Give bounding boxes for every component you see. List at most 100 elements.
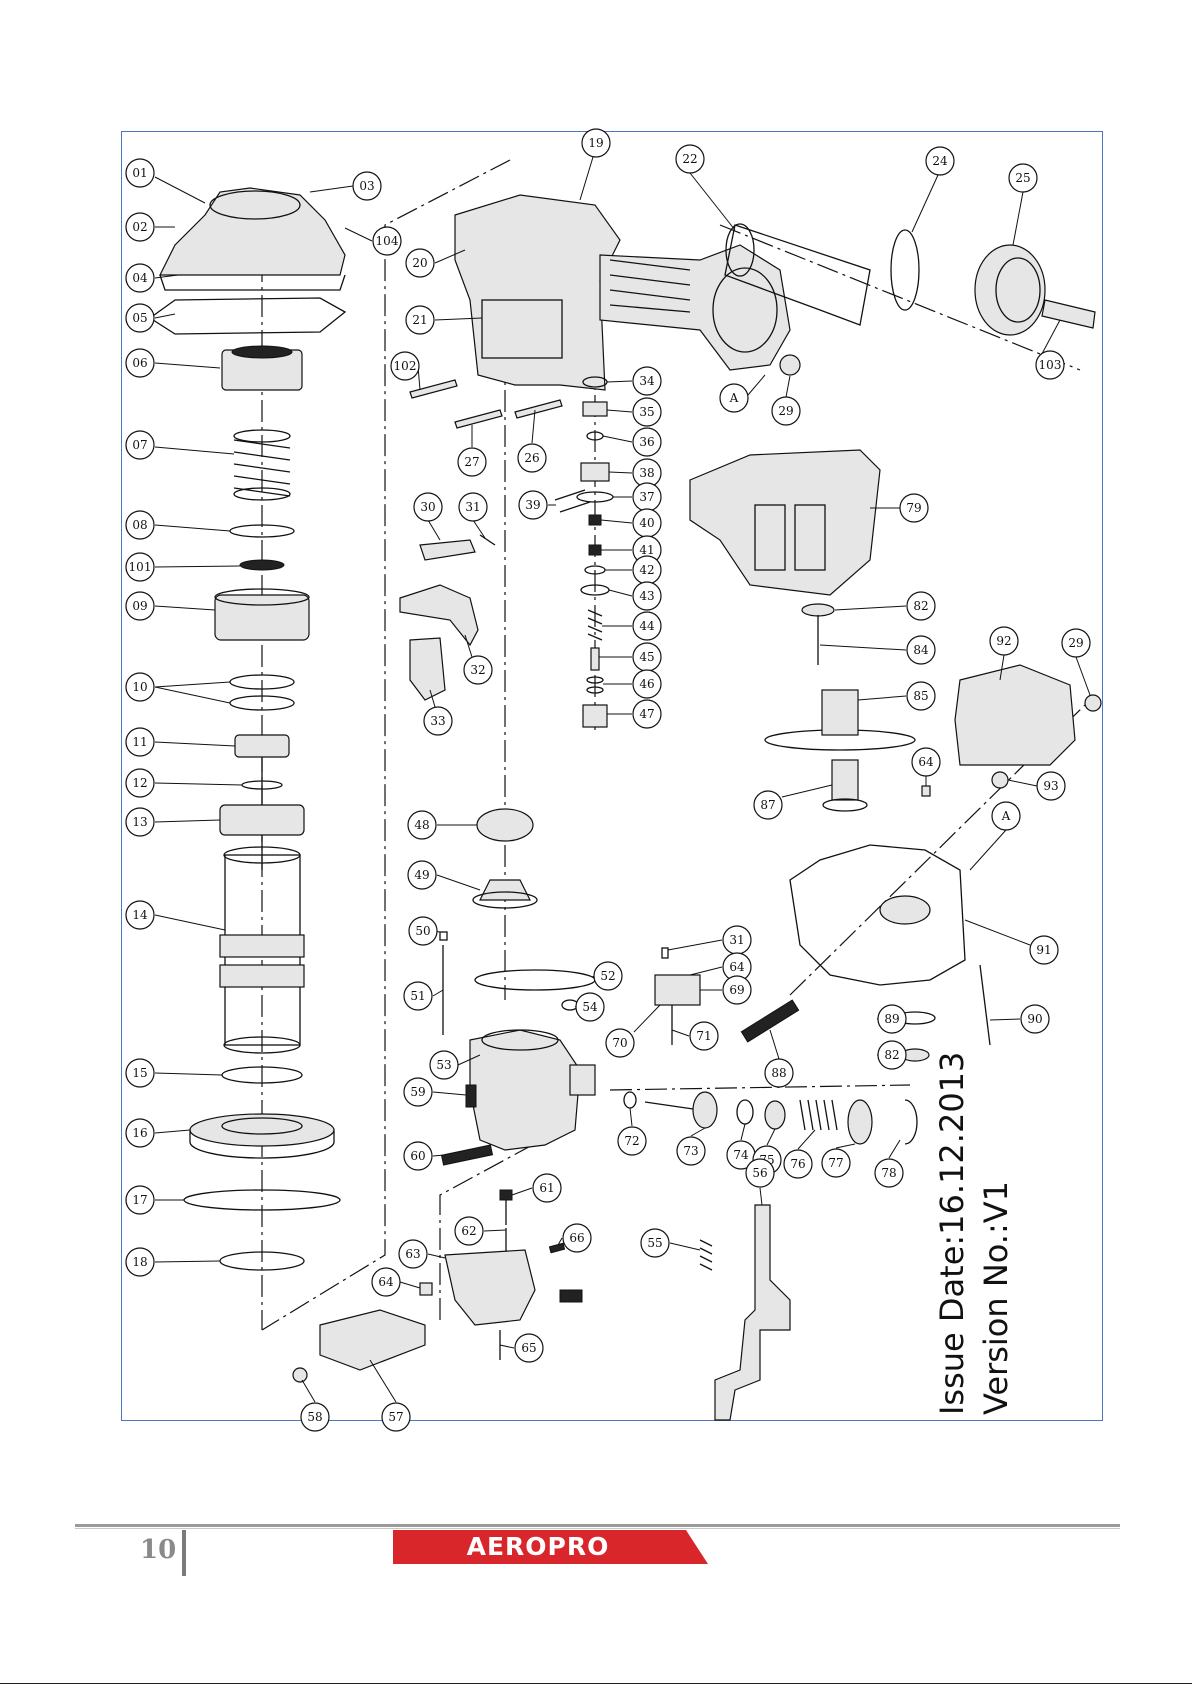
callout-number: 77 bbox=[828, 1156, 843, 1170]
callout-number: 84 bbox=[913, 643, 929, 657]
magazine-cover-79 bbox=[689, 449, 881, 596]
valve-stem-73 bbox=[644, 1091, 718, 1129]
callout-48: 48 bbox=[407, 810, 437, 840]
bolt-88 bbox=[740, 999, 800, 1043]
callout-102: 102 bbox=[390, 351, 420, 381]
spring-76 bbox=[799, 1099, 838, 1131]
leader-lines bbox=[154, 156, 1091, 1403]
callout-number: 87 bbox=[760, 798, 775, 812]
callout-circle bbox=[632, 397, 662, 427]
pin-66 bbox=[548, 1242, 566, 1254]
callout-number: 92 bbox=[996, 634, 1011, 648]
callout-number: 88 bbox=[771, 1066, 786, 1080]
callout-103: 103 bbox=[1035, 350, 1065, 380]
callout-circle bbox=[989, 626, 1019, 656]
callout-number: 51 bbox=[410, 989, 425, 1003]
o-ring-72 bbox=[623, 1091, 637, 1109]
callout-number: 21 bbox=[412, 313, 427, 327]
callout-number: 02 bbox=[132, 220, 147, 234]
callout-number: 61 bbox=[539, 1181, 554, 1195]
callout-37: 37 bbox=[632, 482, 662, 512]
callout-circle bbox=[352, 171, 382, 201]
callout-number: 06 bbox=[132, 356, 147, 370]
link-air-inlet bbox=[719, 224, 1081, 371]
callout-number: 12 bbox=[132, 776, 147, 790]
spring-55 bbox=[699, 1239, 713, 1271]
bumper-48 bbox=[476, 808, 534, 842]
callout-number: 03 bbox=[359, 179, 374, 193]
callout-number: 70 bbox=[612, 1036, 627, 1050]
callout-21: 21 bbox=[405, 305, 435, 335]
callout-number: 50 bbox=[415, 924, 430, 938]
end-cap-25 bbox=[974, 244, 1046, 336]
callout-circle bbox=[125, 303, 155, 333]
callout-number: 43 bbox=[639, 589, 654, 603]
callout-circle bbox=[632, 366, 662, 396]
callout-circle bbox=[514, 1333, 544, 1363]
callout-number: 58 bbox=[307, 1410, 322, 1424]
callout-79: 79 bbox=[899, 493, 929, 523]
callout-number: 64 bbox=[378, 1275, 394, 1289]
callout-69: 69 bbox=[722, 975, 752, 1005]
callout-circle bbox=[372, 226, 402, 256]
callout-circle bbox=[676, 1136, 706, 1166]
callout-number: 09 bbox=[132, 599, 147, 613]
nut-29 bbox=[779, 354, 801, 376]
callout-number: 91 bbox=[1036, 943, 1051, 957]
callout-89: 89 bbox=[877, 1004, 907, 1034]
callout-circle bbox=[125, 348, 155, 378]
callout-circle bbox=[783, 1149, 813, 1179]
screw-58 bbox=[292, 1367, 308, 1383]
callout-82: 82 bbox=[877, 1040, 907, 1070]
trigger-parts-61-62 bbox=[499, 1189, 513, 1255]
callout-25: 25 bbox=[1008, 163, 1038, 193]
piston-sleeve bbox=[214, 588, 310, 641]
callout-number: 57 bbox=[388, 1410, 403, 1424]
callout-number: 82 bbox=[884, 1048, 899, 1062]
callout-circle bbox=[125, 900, 155, 930]
callout-circle bbox=[463, 655, 493, 685]
callout-01: 01 bbox=[125, 158, 155, 188]
callout-number: 25 bbox=[1015, 171, 1030, 185]
callout-number: 52 bbox=[600, 969, 615, 983]
callout-circle bbox=[408, 916, 438, 946]
callout-number: 63 bbox=[405, 1247, 420, 1261]
callout-number: 64 bbox=[918, 755, 934, 769]
callout-circle bbox=[454, 1216, 484, 1246]
callout-53: 53 bbox=[429, 1050, 459, 1080]
callout-circle bbox=[821, 1148, 851, 1178]
cylinder-cap bbox=[159, 187, 346, 291]
callout-32: 32 bbox=[463, 655, 493, 685]
circlip-78 bbox=[904, 1099, 918, 1145]
callout-circle bbox=[877, 1040, 907, 1070]
callout-number: 85 bbox=[913, 689, 928, 703]
footer-rule-thin bbox=[75, 1528, 1120, 1529]
page-number: 10 bbox=[140, 1535, 177, 1565]
callout-number: 46 bbox=[639, 677, 654, 691]
callout-number: 29 bbox=[1068, 636, 1083, 650]
callout-circle bbox=[575, 992, 605, 1022]
callout-circle bbox=[1036, 771, 1066, 801]
callout-number: 82 bbox=[913, 599, 928, 613]
callout-22: 22 bbox=[675, 144, 705, 174]
callout-circle bbox=[532, 1173, 562, 1203]
callout-number: 64 bbox=[729, 960, 745, 974]
o-ring-24 bbox=[890, 229, 920, 311]
callout-number: 22 bbox=[682, 152, 697, 166]
callout-56: 56 bbox=[745, 1158, 775, 1188]
callout-number: 76 bbox=[790, 1157, 805, 1171]
callout-circle bbox=[689, 1021, 719, 1051]
callout-circle bbox=[764, 1058, 794, 1088]
callout-number: 19 bbox=[588, 136, 603, 150]
callout-circle bbox=[429, 1050, 459, 1080]
callout-77: 77 bbox=[821, 1148, 851, 1178]
callout-circle bbox=[593, 961, 623, 991]
callout-circle bbox=[745, 1158, 775, 1188]
callout-number: 36 bbox=[639, 435, 654, 449]
callout-57: 57 bbox=[381, 1402, 411, 1432]
callout-number: 71 bbox=[696, 1029, 711, 1043]
callout-101: 101 bbox=[125, 552, 155, 582]
callout-73: 73 bbox=[676, 1136, 706, 1166]
callout-number: 90 bbox=[1027, 1012, 1042, 1026]
callout-A: A bbox=[991, 801, 1021, 831]
